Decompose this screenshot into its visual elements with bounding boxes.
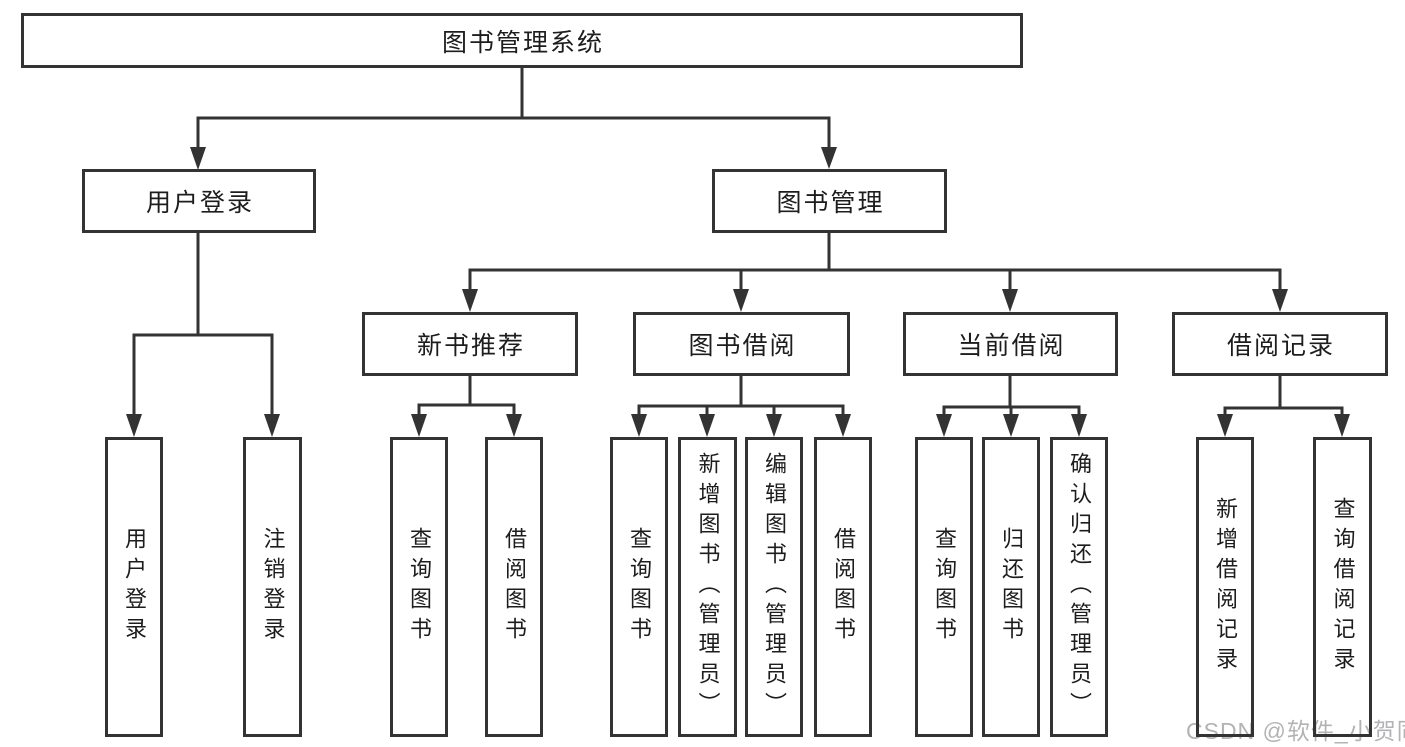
edges-borrowing-records-to-leaves [1217,376,1350,437]
edges-user-login-to-leaves [126,233,280,437]
edges-root-to-level2 [190,68,837,170]
edges-book-management-to-level3 [462,233,1288,312]
edges-current-borrowing-to-leaves [936,376,1087,437]
edges-new-book-recommend-to-leaves [411,376,522,437]
node-user-login: 用户登录 [82,169,316,233]
leaf-borrow-books-recommend: 借阅图书 [485,437,543,737]
leaf-add-books-admin: 新增图书（管理员） [678,437,737,737]
node-root: 图书管理系统 [21,13,1023,68]
leaf-query-borrow-record: 查询借阅记录 [1313,437,1372,737]
watermark: CSDN @软件_小贺同学 [1186,718,1405,744]
node-new-book-recommend: 新书推荐 [362,312,578,376]
node-current-borrowing: 当前借阅 [903,312,1118,376]
node-book-management: 图书管理 [712,169,947,233]
leaf-edit-books-admin: 编辑图书（管理员） [745,437,803,737]
node-borrowing-records: 借阅记录 [1172,312,1388,376]
leaf-add-borrow-record: 新增借阅记录 [1196,437,1254,737]
leaf-user-login: 用户登录 [105,437,163,737]
leaf-query-books-borrowing: 查询图书 [610,437,668,737]
node-book-borrowing: 图书借阅 [633,312,850,376]
leaf-confirm-return-admin: 确认归还（管理员） [1050,437,1108,737]
leaf-query-books-recommend: 查询图书 [390,437,448,737]
leaf-query-books-current: 查询图书 [915,437,973,737]
leaf-logout: 注销登录 [243,437,302,737]
edges-book-borrowing-to-leaves [631,376,851,437]
leaf-borrow-books-borrowing: 借阅图书 [814,437,872,737]
leaf-return-books: 归还图书 [982,437,1040,737]
